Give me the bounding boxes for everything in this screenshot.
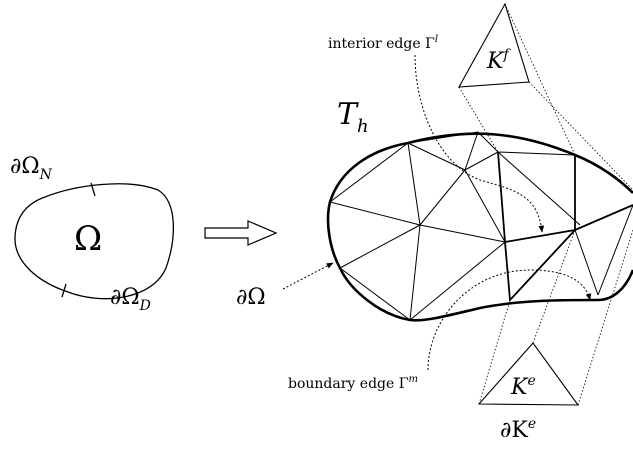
- element-ke-label: Ke: [510, 373, 536, 400]
- neumann-dirichlet-divider-top: [90, 182, 96, 197]
- dirichlet-boundary-label: ∂ΩD: [110, 285, 151, 314]
- interior-edge-label: interior edge Γl: [328, 34, 438, 52]
- projection-lines-kf: [458, 3, 633, 191]
- mesh-boundary-label: ∂Ω: [236, 285, 266, 310]
- projection-lines-ke: [478, 229, 633, 406]
- continuous-domain-boundary: [14, 183, 174, 300]
- element-ke-triangle: [477, 342, 580, 406]
- mesh-triangulation: [329, 131, 633, 321]
- mesh-name-label: Th: [337, 97, 369, 137]
- neumann-dirichlet-divider-bottom: [61, 283, 67, 298]
- mesh-boundary-pointer: [282, 262, 334, 290]
- boundary-edge-pointer: [427, 269, 592, 371]
- boundary-edge-label: boundary edge Γm: [288, 374, 418, 392]
- discretization-arrow: [204, 220, 278, 246]
- element-kf-triangle: [458, 2, 530, 88]
- neumann-boundary-label: ∂ΩN: [10, 154, 53, 183]
- element-kf-label: Kf: [486, 47, 511, 74]
- interior-edge-pointer: [414, 54, 545, 233]
- omega-label: Ω: [74, 219, 102, 259]
- element-ke-boundary-label: ∂Ke: [500, 416, 536, 443]
